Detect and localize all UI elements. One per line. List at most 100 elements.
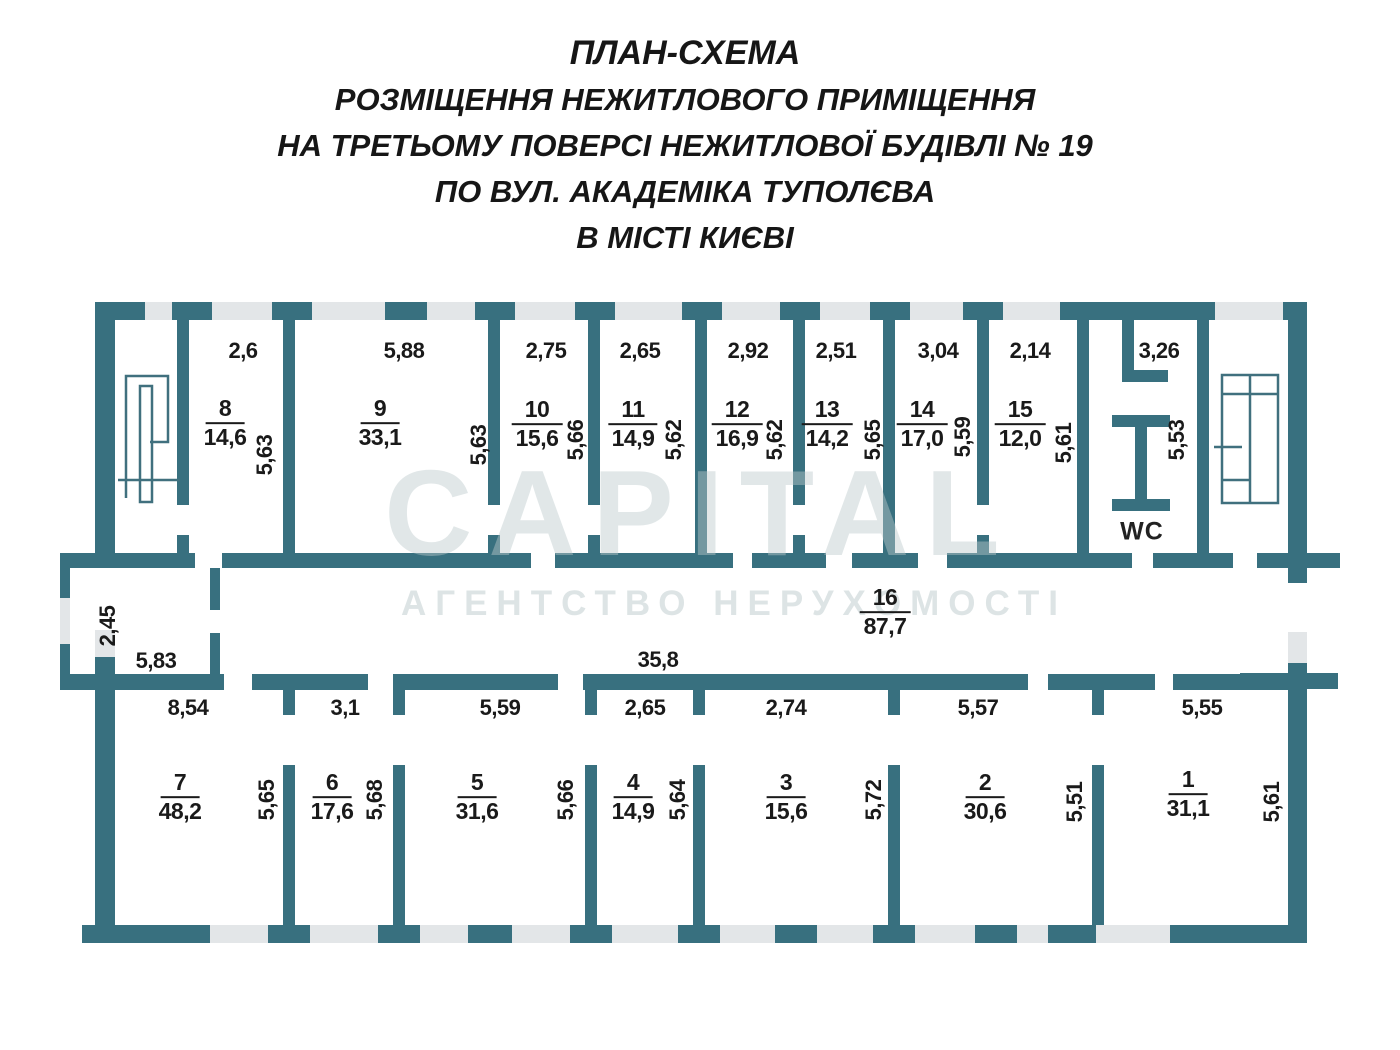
wall	[873, 925, 915, 943]
room-15-area: 12,0	[998, 425, 1042, 451]
wall	[268, 925, 310, 943]
wall	[888, 690, 900, 715]
wall	[393, 690, 405, 715]
right-staircase-icon	[1214, 373, 1280, 505]
window	[60, 598, 70, 644]
room-5-number: 5	[457, 770, 497, 798]
dim-room-8-width: 2,6	[228, 338, 258, 363]
room-12-area: 16,9	[715, 425, 759, 451]
wall	[272, 302, 312, 320]
wall	[222, 553, 531, 568]
dim-room-14-height: 5,59	[950, 416, 975, 458]
room-15-number: 15	[994, 397, 1046, 425]
room-2-number: 2	[965, 770, 1005, 798]
room-1-number: 1	[1168, 767, 1208, 795]
room-15-label: 15 12,0	[994, 397, 1046, 451]
wall	[780, 302, 820, 320]
wall	[283, 320, 295, 553]
wall	[570, 925, 612, 943]
dim-room-8-height: 5,63	[252, 434, 277, 476]
title-line-5: В МІСТІ КИЄВІ	[576, 220, 794, 255]
wall	[588, 320, 600, 505]
dim-room-3-width: 2,74	[765, 695, 807, 720]
dim-room-9-width: 5,88	[383, 338, 425, 363]
room-9-number: 9	[360, 396, 400, 424]
room-13-number: 13	[801, 397, 853, 425]
wall	[177, 535, 189, 553]
room-5-label: 5 31,6	[456, 770, 499, 824]
wall	[210, 568, 220, 610]
wall	[1173, 674, 1288, 690]
dim-wc-height: 5,53	[1164, 419, 1189, 461]
wall	[488, 535, 500, 553]
plan-title: ПЛАН-СХЕМА РОЗМІЩЕННЯ НЕЖИТЛОВОГО ПРИМІЩ…	[0, 30, 1370, 261]
room-12-number: 12	[711, 397, 763, 425]
wall	[95, 657, 115, 943]
wall	[1092, 690, 1104, 715]
dim-corridor-left-width: 5,83	[135, 648, 177, 673]
room-1-area: 31,1	[1166, 795, 1210, 821]
wall	[1153, 553, 1233, 568]
room-4-area: 14,9	[611, 798, 655, 824]
wall	[1092, 765, 1104, 925]
window	[95, 630, 115, 657]
wall	[252, 674, 368, 690]
dim-room-10-width: 2,75	[525, 338, 567, 363]
wall	[947, 553, 1132, 568]
dim-room-7-width: 8,54	[167, 695, 209, 720]
wall	[1288, 302, 1307, 583]
room-3-label: 3 15,6	[765, 770, 808, 824]
wall	[1112, 415, 1170, 427]
dim-room-13-width: 2,51	[815, 338, 857, 363]
room-7-area: 48,2	[158, 798, 202, 824]
wc-label: WC	[1120, 517, 1164, 546]
room-10-area: 15,6	[515, 425, 559, 451]
room-11-area: 14,9	[611, 425, 655, 451]
wall	[1077, 320, 1089, 553]
wall	[852, 553, 918, 568]
room-7-number: 7	[160, 770, 200, 798]
dim-room-7-height: 5,65	[254, 779, 279, 821]
wall	[385, 302, 427, 320]
wall	[793, 320, 805, 505]
wall	[752, 553, 826, 568]
room-2-area: 30,6	[963, 798, 1007, 824]
wall	[60, 674, 224, 690]
wall	[1048, 674, 1155, 690]
dim-room-11-width: 2,65	[619, 338, 661, 363]
dim-room-14-width: 3,04	[917, 338, 959, 363]
wall	[870, 302, 910, 320]
room-11-number: 11	[608, 397, 658, 425]
room-4-number: 4	[613, 770, 653, 798]
window	[1288, 632, 1307, 663]
room-3-number: 3	[766, 770, 806, 798]
room-8-number: 8	[205, 396, 245, 424]
wall	[378, 925, 420, 943]
wall	[393, 765, 405, 925]
room-9-label: 9 33,1	[359, 396, 402, 450]
wall	[575, 302, 615, 320]
title-line-4: ПО ВУЛ. АКАДЕМІКА ТУПОЛЄВА	[434, 174, 936, 209]
watermark-tagline: АГЕНТСТВО НЕРУХОМОСТІ	[400, 584, 1068, 623]
wall	[977, 320, 989, 505]
wall	[393, 674, 558, 690]
dim-room-12-height: 5,62	[762, 419, 787, 461]
wall	[1122, 370, 1168, 382]
wall	[693, 690, 705, 715]
wall	[695, 320, 707, 553]
room-4-label: 4 14,9	[612, 770, 655, 824]
room-14-area: 17,0	[900, 425, 944, 451]
wall	[588, 535, 600, 553]
corridor-number: 16	[859, 585, 911, 613]
dim-room-4-width: 2,65	[624, 695, 666, 720]
wall	[682, 302, 722, 320]
room-13-area: 14,2	[805, 425, 849, 451]
wall	[1170, 925, 1307, 943]
wall	[1135, 427, 1147, 499]
room-14-number: 14	[896, 397, 948, 425]
room-1-label: 1 31,1	[1167, 767, 1210, 821]
title-line-1: ПЛАН-СХЕМА	[569, 34, 801, 72]
dim-room-10-height: 5,66	[563, 419, 588, 461]
wall	[283, 690, 295, 715]
